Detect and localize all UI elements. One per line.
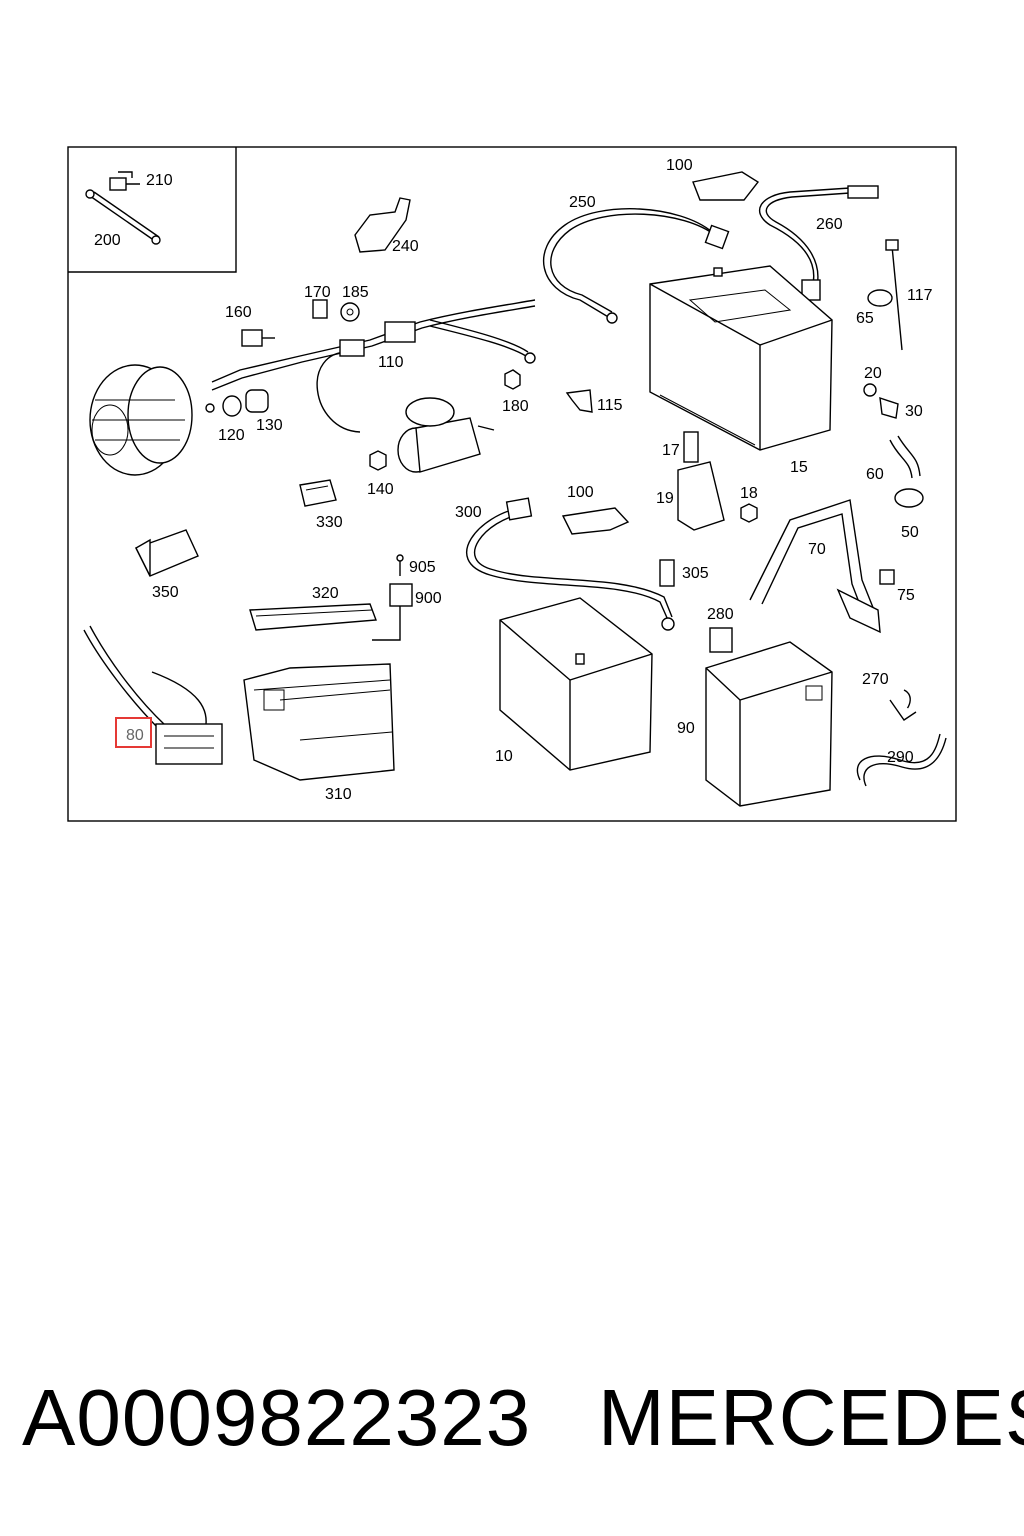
battery-10-icon [499,597,653,771]
cover-100-lower-icon [561,507,630,535]
parts-diagram: 210 200 240 100 250 260 117 65 170 185 1… [67,146,957,822]
caption: A0009822323 MERCEDES [0,1372,1024,1482]
label-160: 160 [225,304,252,321]
bolt-170-icon [312,299,328,319]
battery-15-icon [649,265,833,451]
bracket-115-icon [565,389,593,413]
elbow-30-icon [879,396,899,419]
label-290: 290 [887,749,914,766]
nut-140-icon [369,450,387,471]
grommet-50-icon [894,488,924,508]
label-270: 270 [862,671,889,688]
part-labels: 210 200 240 100 250 260 117 65 170 185 1… [94,157,933,803]
label-905: 905 [409,559,436,576]
label-260: 260 [816,216,843,233]
clip-330-icon [299,479,337,507]
label-90: 90 [677,720,695,737]
grommet-65-icon [867,289,893,307]
label-185: 185 [342,284,369,301]
label-17: 17 [662,442,680,459]
highlight-box [115,717,152,748]
nut-180-icon [504,369,521,390]
cable-250-icon [542,208,730,324]
label-120: 120 [218,427,245,444]
brand-name: MERCEDES [598,1373,1024,1462]
label-110: 110 [378,354,404,371]
cable-80-icon [83,625,223,765]
label-75: 75 [897,587,915,604]
cable-260-icon [758,185,879,301]
cap-280-icon [709,627,733,653]
label-50: 50 [901,524,919,541]
hose-290-icon [856,733,947,787]
label-280: 280 [707,606,734,623]
label-15: 15 [790,459,808,476]
strap-70-icon [749,499,881,634]
label-30: 30 [905,403,923,420]
label-350: 350 [152,584,179,601]
label-330: 330 [316,514,343,531]
bolt-210-icon [109,171,140,191]
inset-frame [68,147,237,273]
sleeve-305-icon [659,559,675,587]
nut-120-icon [222,395,242,417]
label-100-lower: 100 [567,484,594,501]
hose-270-icon [889,689,917,721]
label-18: 18 [740,485,758,502]
sleeve-130-icon [245,389,269,413]
label-130: 130 [256,417,283,434]
hose-60-icon [889,435,921,479]
label-80: 80 [126,727,144,744]
cable-200-icon [85,189,161,245]
label-200: 200 [94,232,121,249]
label-310: 310 [325,786,352,803]
label-65: 65 [856,310,874,327]
connector-900-icon [372,583,413,641]
label-170: 170 [304,284,331,301]
label-19: 19 [656,490,674,507]
battery-90-icon [705,641,833,807]
label-10: 10 [495,748,513,765]
label-250: 250 [569,194,596,211]
part-number: A0009822323 [22,1373,532,1462]
relay-350-icon [135,529,199,577]
label-305: 305 [682,565,709,582]
bolt-75-icon [879,569,895,585]
label-300: 300 [455,504,482,521]
cable-300-icon [466,497,675,631]
label-117: 117 [907,287,933,304]
cover-100-top-icon [692,171,760,201]
highlight-part-80[interactable]: 80 [115,717,152,748]
bolt-20-icon [863,383,877,397]
cover-320-icon [249,603,377,631]
washer-185-icon [340,302,360,322]
bracket-19-icon [677,461,725,531]
starter-motor-icon [397,397,495,473]
label-20: 20 [864,365,882,382]
label-70: 70 [808,541,826,558]
label-115: 115 [597,397,623,414]
label-180: 180 [502,398,529,415]
label-240: 240 [392,238,419,255]
fusebox-310-icon [243,663,395,781]
bolt-160-icon [241,329,275,347]
bracket-240-icon [354,197,411,253]
label-60: 60 [866,466,884,483]
alternator-icon [89,364,193,476]
rod-117-icon [885,239,903,351]
label-140: 140 [367,481,394,498]
label-210: 210 [146,172,173,189]
cable-110-icon [205,299,536,433]
diagram-frame [67,146,957,822]
bolt-17-icon [683,431,699,463]
nut-18-icon [740,503,758,523]
label-900: 900 [415,590,442,607]
fuse-905-icon [396,554,404,576]
label-100-top: 100 [666,157,693,174]
label-320: 320 [312,585,339,602]
